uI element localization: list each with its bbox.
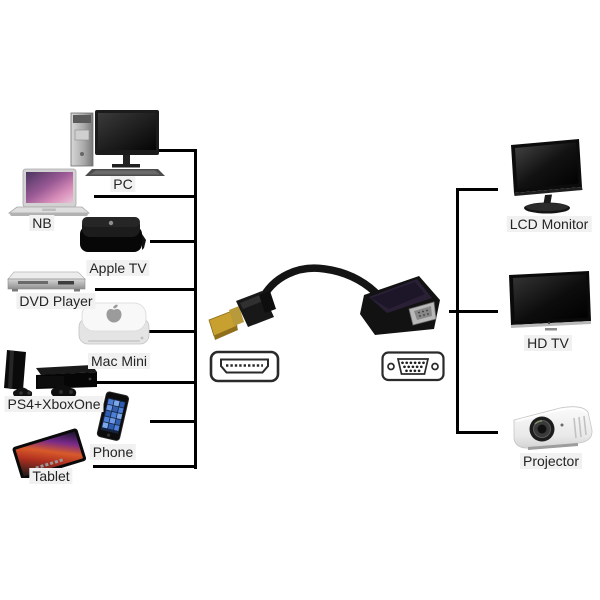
tablet-image: [12, 428, 87, 478]
ps4xbox-connector-line: [93, 381, 194, 384]
label-lcd: LCD Monitor: [506, 216, 592, 232]
lcd-monitor-image: [511, 139, 583, 214]
dvd-connector-line: [95, 288, 194, 291]
label-hdtv: HD TV: [524, 335, 572, 351]
pc-connector-line: [140, 149, 194, 152]
ps4-xboxone-image: [4, 350, 97, 399]
macmini-image: [78, 302, 150, 345]
lcd-connector-line: [456, 188, 498, 191]
label-tablet: Tablet: [29, 468, 73, 484]
nb-connector-line: [94, 195, 194, 198]
projector-image: [513, 406, 593, 450]
label-pc: PC: [110, 176, 136, 192]
label-dvd: DVD Player: [16, 293, 96, 309]
appletv-connector-line: [150, 240, 194, 243]
appletv-image: [80, 217, 146, 252]
hdtv-connector-line: [449, 310, 498, 313]
vga-port-icon: [381, 351, 445, 382]
pc-image: [70, 110, 165, 176]
phone-connector-line: [150, 420, 194, 423]
label-phone: Phone: [89, 444, 137, 460]
label-projector: Projector: [519, 453, 583, 469]
adapter-photo: [208, 264, 440, 340]
tablet-connector-line: [93, 465, 194, 468]
hdtv-image: [509, 271, 591, 331]
label-ps4xbox: PS4+XboxOne: [4, 396, 104, 412]
phone-image: [96, 391, 130, 441]
label-nb: NB: [29, 215, 55, 231]
nb-image: [7, 168, 90, 216]
dvd-player-image: [7, 271, 86, 292]
left-bracket-vertical-line: [194, 149, 197, 469]
label-appletv: Apple TV: [86, 260, 150, 276]
label-macmini: Mac Mini: [87, 353, 151, 369]
projector-connector-line: [456, 431, 498, 434]
macmini-connector-line: [148, 330, 194, 333]
hdmi-port-icon: [209, 350, 280, 383]
